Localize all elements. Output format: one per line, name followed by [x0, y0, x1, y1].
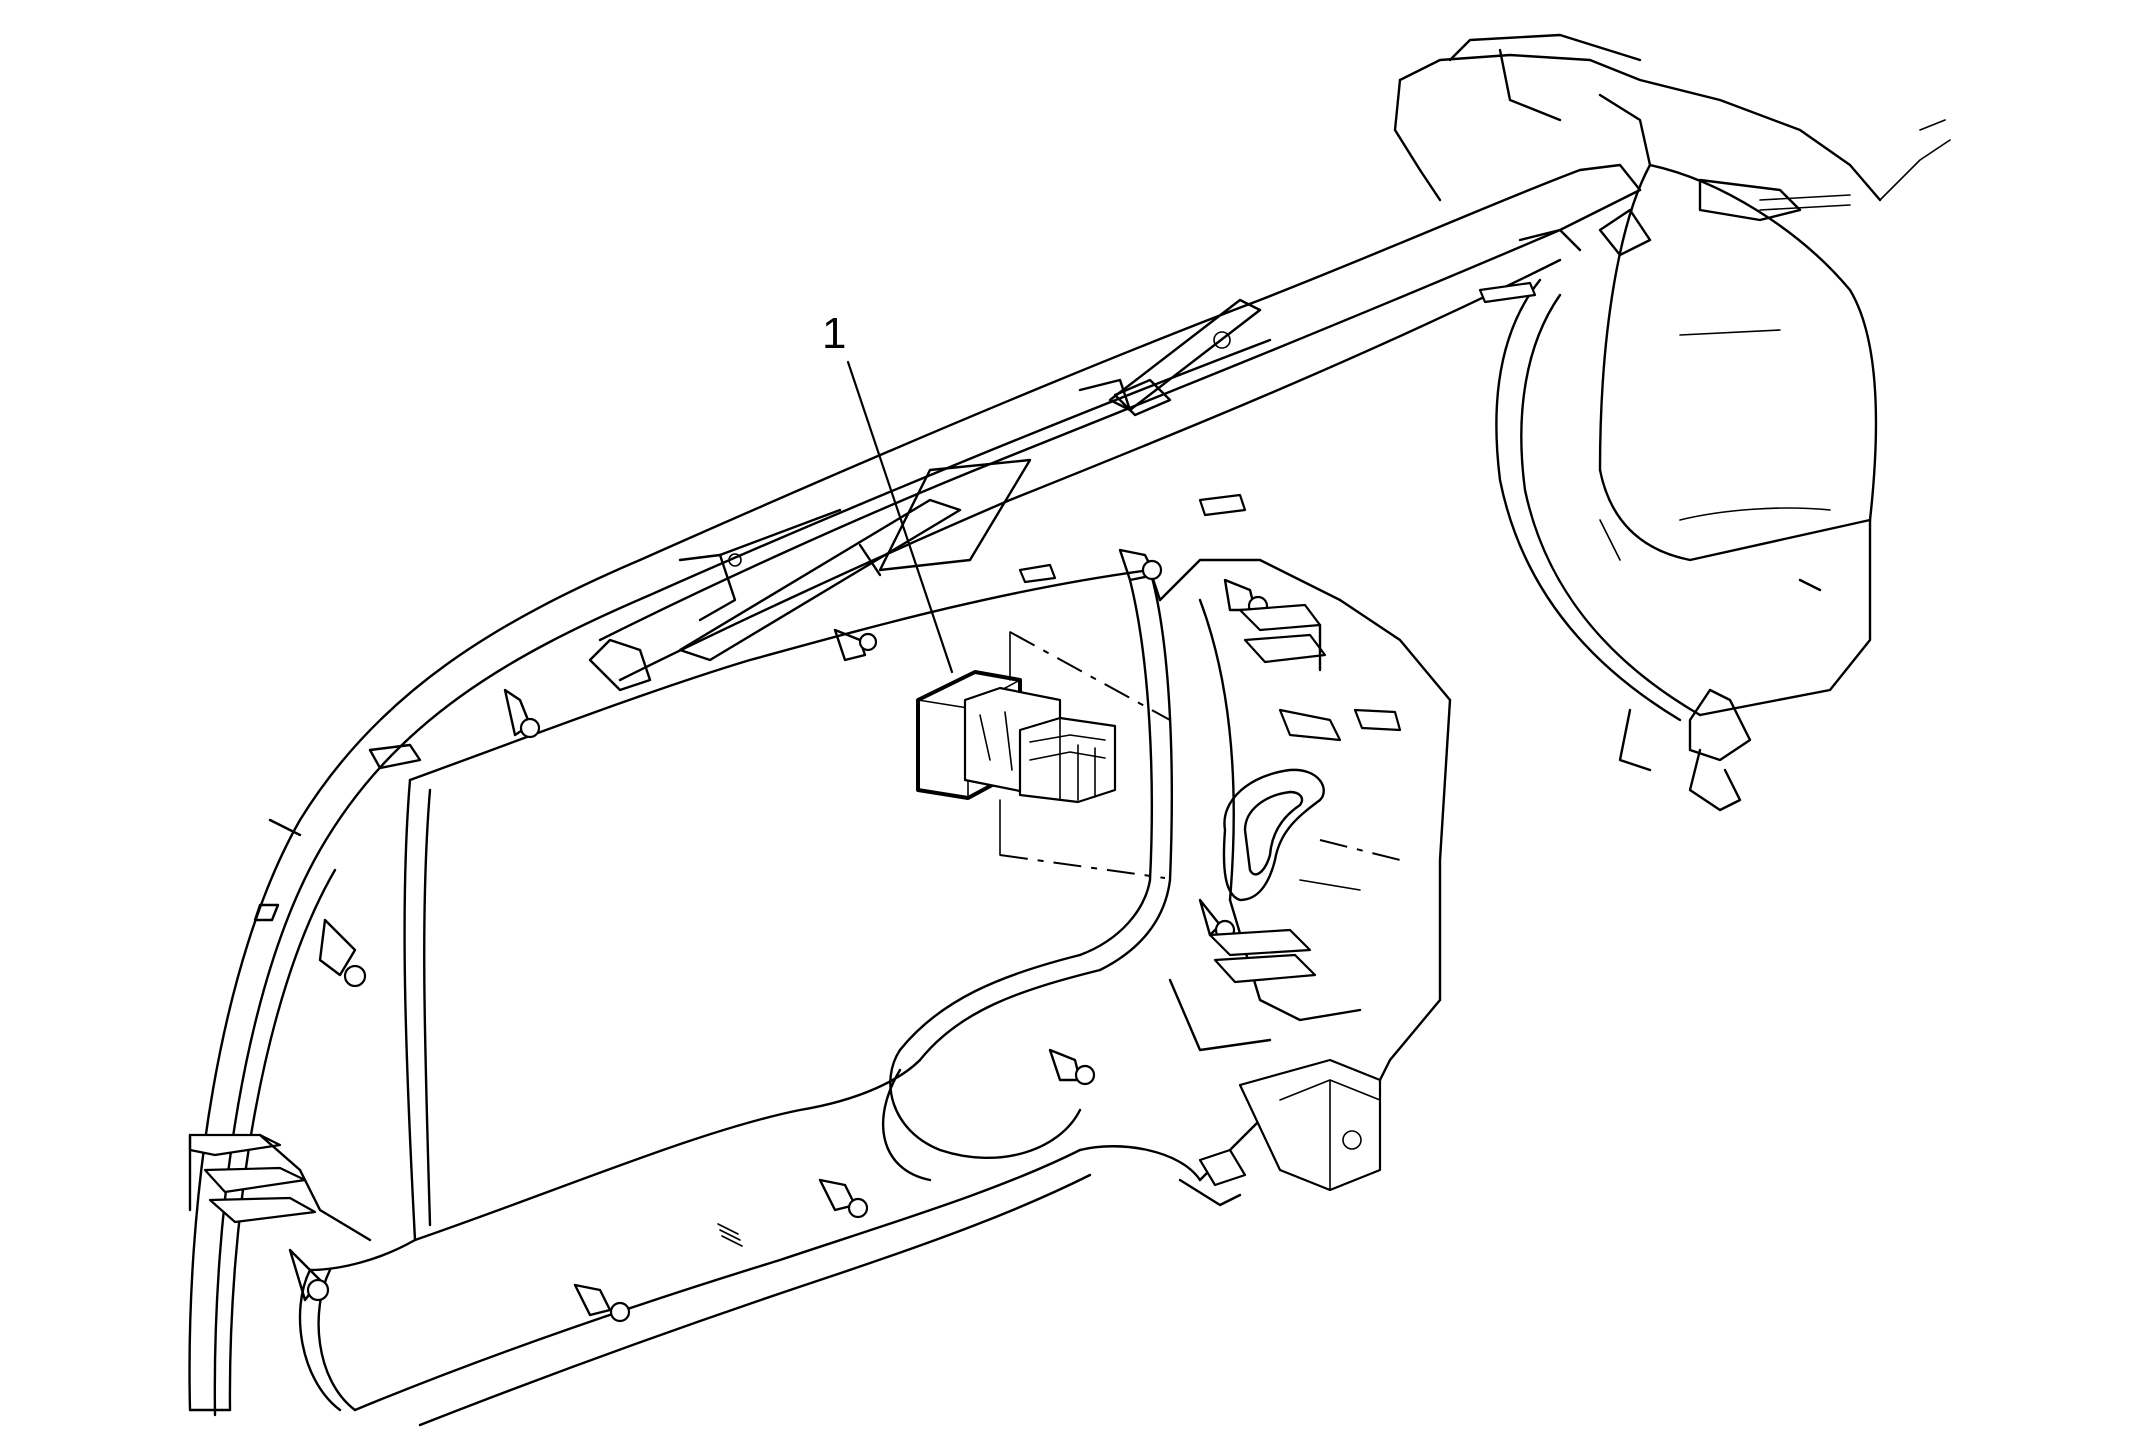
boss-bottom-center [818, 1178, 869, 1219]
clip-left-stack [188, 1133, 372, 1242]
clip-right-stack-upper [1238, 603, 1327, 672]
callout-1: 1 [822, 309, 954, 674]
electrical-connector [916, 670, 1117, 804]
upper-slot-channel [678, 298, 1262, 662]
clip-right-lower [1208, 928, 1317, 984]
clip-lower-dash [717, 1223, 743, 1247]
callout-leader-line [846, 360, 954, 674]
boss-left-mid [318, 918, 367, 988]
boss-upper-inner [833, 628, 878, 662]
inner-bezel-frame [403, 568, 1173, 1242]
boss-left-upper [503, 688, 541, 739]
lower-lens-openings [298, 1048, 1082, 1412]
boss-bottom-mid [1048, 1048, 1096, 1086]
connector-assembly-lines [999, 631, 1171, 879]
upper-right-mount [1393, 33, 1951, 257]
clip-upper-inner [1018, 281, 1537, 584]
housing-outer-shell [188, 163, 1642, 1417]
mounting-bosses [288, 548, 1269, 1323]
boss-left-lower [288, 1248, 330, 1302]
callout-label: 1 [822, 309, 846, 358]
reflector-bowl [1495, 163, 1878, 812]
clip-lower-bracket [1178, 1058, 1382, 1207]
clip-right-mid [1278, 708, 1402, 742]
adjuster-grommet [1222, 768, 1401, 902]
boss-bottom-left [573, 1283, 631, 1323]
boss-center-top [1118, 548, 1163, 582]
snap-clips [188, 281, 1537, 1247]
lower-edge-rail [353, 1118, 1262, 1427]
upper-flange [588, 188, 1642, 692]
